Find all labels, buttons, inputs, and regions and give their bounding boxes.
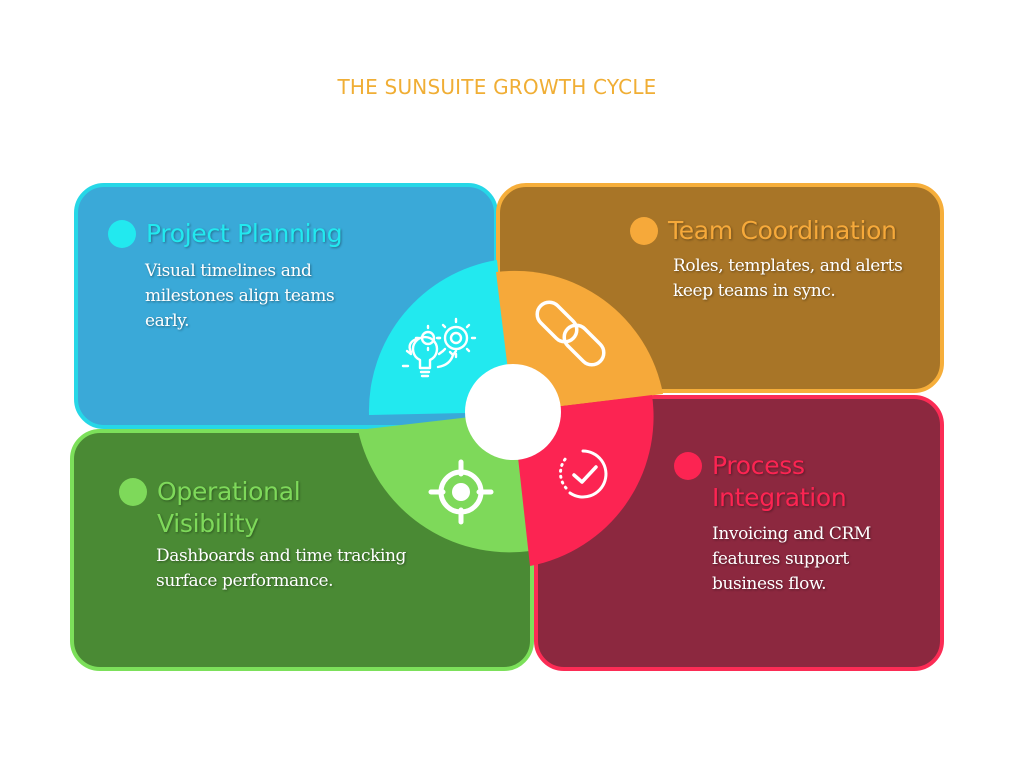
process-heading: Process Integration	[712, 451, 847, 512]
team-heading: Team Coordination	[668, 216, 897, 245]
planning-description: Visual timelines and milestones align te…	[145, 261, 335, 331]
team-dot	[630, 217, 658, 245]
team-heading-group: Team Coordination	[630, 215, 897, 247]
visibility-heading: Operational Visibility	[157, 477, 301, 538]
process-heading-group: Process Integration	[674, 450, 882, 514]
page-title: THE SUNSUITE GROWTH CYCLE	[337, 75, 657, 99]
visibility-dot	[119, 478, 147, 506]
visibility-description: Dashboards and time tracking surface per…	[156, 546, 407, 591]
planning-dot	[108, 220, 136, 248]
planning-heading-group: Project Planning	[108, 218, 343, 250]
visibility-heading-group: Operational Visibility	[119, 476, 347, 540]
process-dot	[674, 452, 702, 480]
planning-heading: Project Planning	[146, 219, 343, 248]
process-description: Invoicing and CRM features support busin…	[712, 524, 871, 594]
team-description: Roles, templates, and alerts keep teams …	[673, 256, 903, 301]
